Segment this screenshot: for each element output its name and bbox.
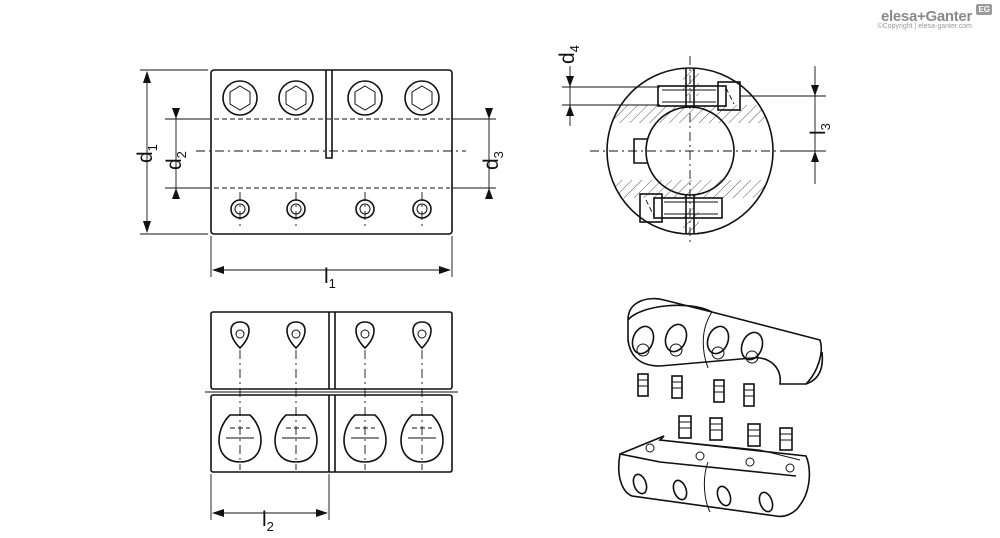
top-view: [205, 311, 458, 520]
threaded-holes: [230, 199, 432, 219]
top-view-holes-upper: [230, 321, 432, 350]
brand-badge-icon: EG: [976, 4, 992, 15]
clamp-screws: [637, 373, 793, 451]
label-l2: l2: [262, 508, 274, 534]
section-screw-bottom: [639, 193, 723, 223]
lower-clamp-half: [617, 435, 811, 518]
top-view-holes-lower: [218, 414, 444, 463]
isometric-view: [617, 297, 824, 518]
label-d3: d3: [480, 151, 506, 170]
section-screw-top: [657, 81, 741, 111]
label-d1: d1: [134, 144, 160, 163]
brand-copyright: ©Copyright | elesa-ganter.com: [877, 23, 972, 30]
brand-logo: elesa+Ganter ©Copyright | elesa-ganter.c…: [877, 8, 972, 30]
label-l1: l1: [324, 265, 336, 291]
front-view: [140, 69, 496, 277]
label-l3: l3: [807, 123, 833, 135]
brand-name: elesa+Ganter: [880, 8, 972, 25]
upper-clamp-half: [627, 297, 824, 385]
socket-screw-heads: [222, 80, 440, 116]
label-d4: d4: [556, 45, 582, 64]
label-d2: d2: [163, 151, 189, 170]
side-section-view: [562, 56, 826, 246]
